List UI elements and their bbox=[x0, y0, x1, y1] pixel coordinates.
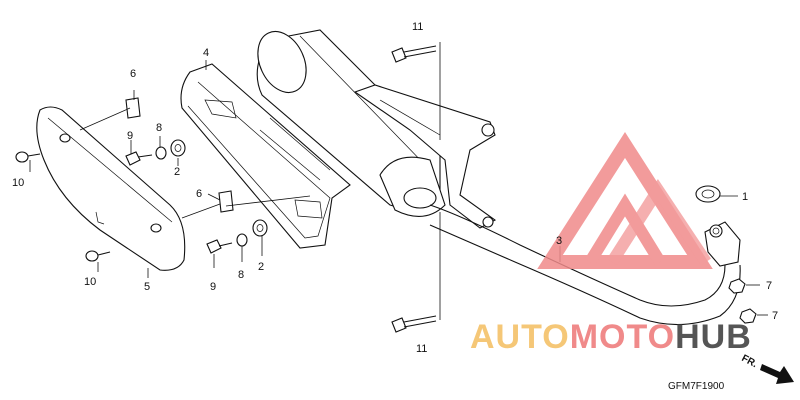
watermark-logo bbox=[537, 132, 713, 269]
label-11b: 11 bbox=[416, 343, 427, 355]
label-10b: 10 bbox=[84, 276, 96, 288]
label-9b: 9 bbox=[210, 281, 216, 293]
front-arrow-icon bbox=[760, 364, 794, 384]
flange-nuts bbox=[728, 278, 757, 324]
mounting-bolts bbox=[391, 45, 437, 333]
label-2a: 2 bbox=[174, 166, 180, 178]
gasket bbox=[695, 185, 721, 203]
watermark-text-auto: AUTO bbox=[470, 318, 570, 356]
label-6a: 6 bbox=[130, 68, 136, 80]
label-10a: 10 bbox=[12, 177, 24, 189]
label-5: 5 bbox=[144, 281, 150, 293]
collars-washers-bolts bbox=[125, 139, 268, 254]
watermark-text-moto: MOTO bbox=[570, 318, 675, 356]
heat-guard-inner bbox=[180, 63, 351, 249]
part-number-labels: 6 4 9 8 2 10 6 9 8 2 10 5 11 11 3 1 7 7 bbox=[12, 21, 778, 355]
label-2b: 2 bbox=[258, 261, 264, 273]
exhaust-pipe bbox=[429, 204, 741, 326]
label-7b: 7 bbox=[772, 310, 778, 322]
label-3: 3 bbox=[556, 235, 562, 247]
front-direction-indicator: FR. bbox=[740, 353, 794, 384]
label-9a: 9 bbox=[127, 130, 133, 142]
heat-guard-outer bbox=[36, 106, 186, 271]
label-6b: 6 bbox=[196, 188, 202, 200]
leader-lines bbox=[29, 42, 768, 320]
tapping-screws bbox=[15, 151, 111, 262]
label-11a: 11 bbox=[412, 21, 423, 33]
label-1: 1 bbox=[742, 191, 748, 203]
watermark-text-hub: HUB bbox=[675, 318, 752, 356]
label-4: 4 bbox=[203, 47, 209, 59]
diagram-code: GFM7F1900 bbox=[668, 381, 725, 392]
watermark-text: AUTOMOTOHUB bbox=[470, 318, 752, 356]
muffler-body bbox=[256, 29, 446, 217]
label-8b: 8 bbox=[238, 269, 244, 281]
front-label: FR. bbox=[740, 353, 760, 370]
label-8a: 8 bbox=[156, 122, 162, 134]
mounting-bracket bbox=[353, 84, 497, 229]
label-7a: 7 bbox=[766, 280, 772, 292]
